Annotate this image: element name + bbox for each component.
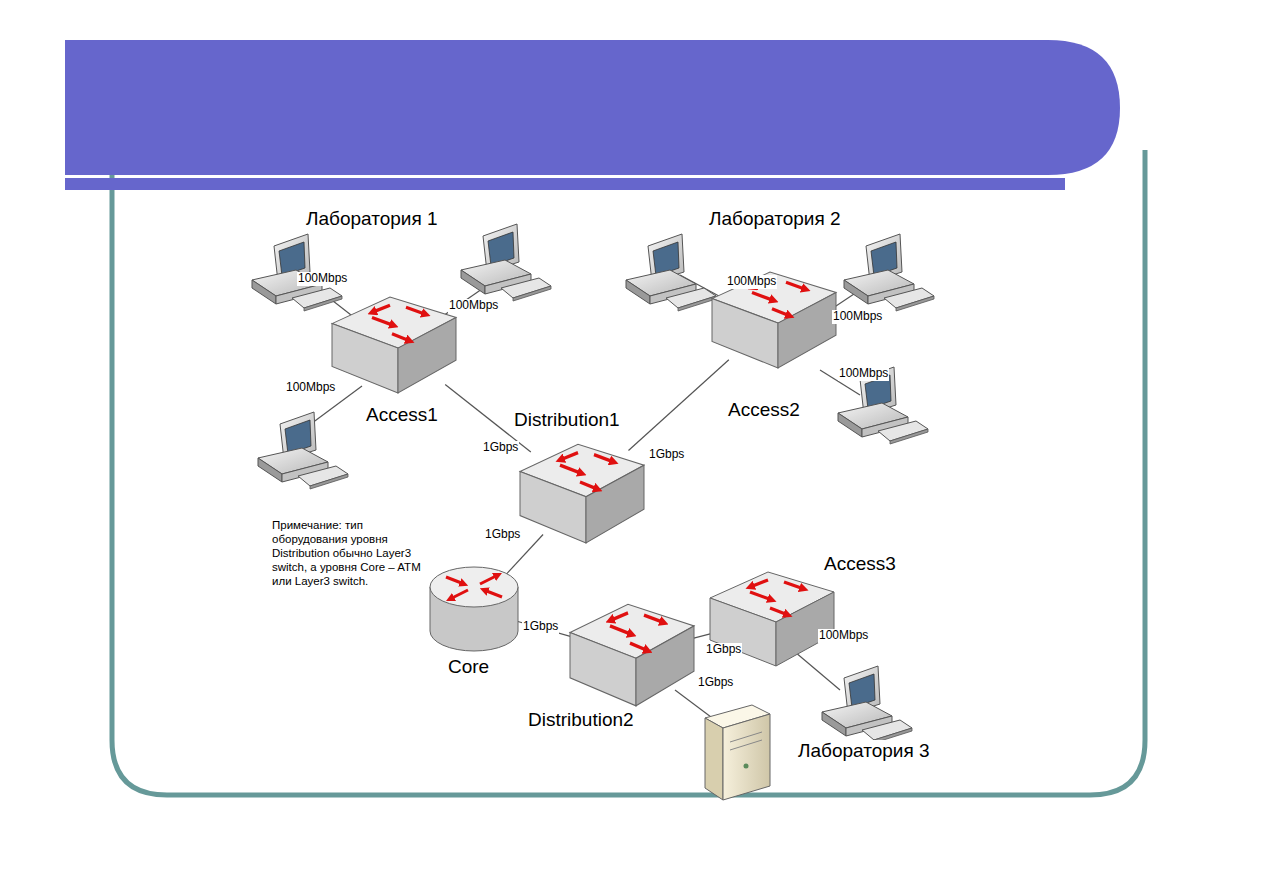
- network-switch: Distribution2: [568, 600, 696, 708]
- link-speed: 100Mbps: [448, 299, 499, 313]
- link-speed: 100Mbps: [832, 310, 883, 324]
- lab-name: Лаборатория 1: [305, 208, 439, 230]
- link-speed: 1Gbps: [648, 448, 685, 462]
- device-label: Access2: [726, 400, 802, 421]
- device-label: Access3: [822, 554, 898, 575]
- lab-name: Лаборатория 3: [797, 740, 931, 762]
- link-speed: 1Gbps: [484, 528, 521, 542]
- network-switch: Distribution1: [518, 440, 646, 545]
- switch-icon: [568, 600, 696, 708]
- switch-icon: [518, 440, 646, 545]
- note-text: Примечание: тип оборудования уровня Dist…: [271, 518, 425, 588]
- switch-icon: [330, 293, 458, 395]
- link-speed: 1Gbps: [705, 643, 742, 657]
- network-switch: Access1: [330, 293, 458, 395]
- link-speed: 100Mbps: [818, 629, 869, 643]
- device-label: Access1: [364, 405, 440, 426]
- device-label: Distribution2: [526, 710, 636, 731]
- lab-name: Лаборатория 2: [708, 208, 842, 230]
- link-speed: 100Mbps: [726, 275, 777, 289]
- device-label: Core: [446, 657, 491, 678]
- router-icon: [428, 565, 520, 653]
- core-router: Core: [428, 565, 520, 653]
- network-link: [628, 360, 728, 451]
- device-label: Distribution1: [512, 410, 622, 431]
- link-speed: 1Gbps: [482, 441, 519, 455]
- link-speed: 100Mbps: [838, 367, 889, 381]
- link-speed: 1Gbps: [697, 676, 734, 690]
- link-speed: 100Mbps: [297, 272, 348, 286]
- link-speed: 100Mbps: [285, 381, 336, 395]
- link-speed: 1Gbps: [522, 620, 559, 634]
